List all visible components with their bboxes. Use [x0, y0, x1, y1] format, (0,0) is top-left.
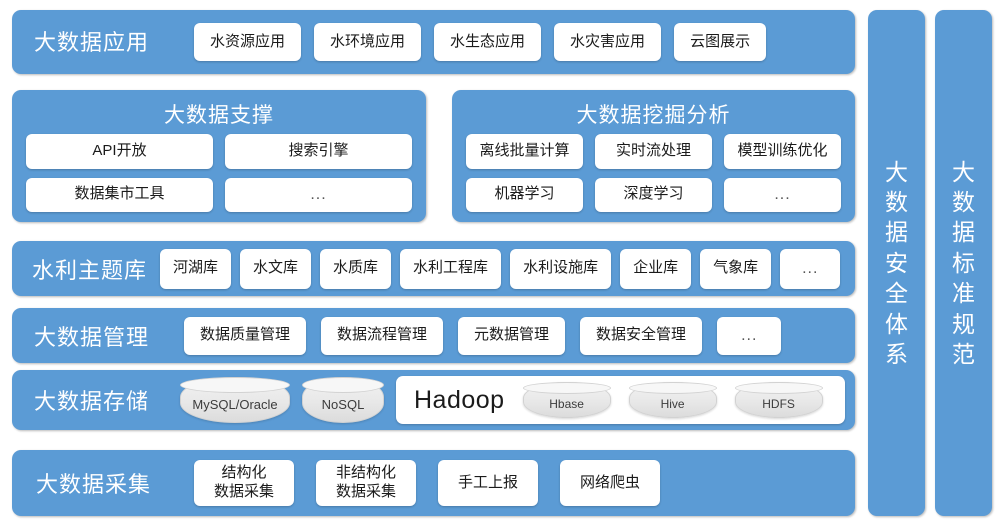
chip-machine-learning[interactable]: 机器学习 [466, 177, 583, 212]
layer-management[interactable]: 大数据管理 数据质量管理 数据流程管理 元数据管理 数据安全管理 ... [12, 308, 855, 363]
database-label-nosql: NoSQL [321, 397, 365, 412]
chip-water-environment-app[interactable]: 水环境应用 [314, 23, 422, 61]
chip-structured-data-collection[interactable]: 结构化 数据采集 [194, 460, 295, 506]
hadoop-panel[interactable]: Hadoop Hbase Hive HDFS [396, 376, 845, 424]
database-cylinder-hdfs[interactable]: HDFS [734, 382, 823, 418]
layer-application[interactable]: 大数据应用 水资源应用 水环境应用 水生态应用 水灾害应用 云图展示 [12, 10, 855, 74]
chip-data-security-management[interactable]: 数据安全管理 [580, 316, 703, 355]
chip-unstructured-line2: 数据采集 [336, 483, 397, 500]
layer-collection-items: 结构化 数据采集 非结构化 数据采集 手工上报 网络爬虫 [194, 450, 835, 516]
pillar-data-standard-specification-label: 大 数 据 标 准 规 范 [952, 157, 975, 370]
pillar-data-security-system-label: 大 数 据 安 全 体 系 [885, 157, 908, 370]
database-label-hbase: Hbase [549, 396, 584, 411]
database-cylinder-hbase[interactable]: Hbase [522, 382, 611, 418]
chip-data-quality-management[interactable]: 数据质量管理 [184, 316, 307, 355]
pillar-standard-char-6: 范 [952, 340, 975, 367]
layer-mining-analysis[interactable]: 大数据挖掘分析 离线批量计算 实时流处理 模型训练优化 机器学习 深度学习 ..… [452, 90, 855, 222]
chip-hydrology-library[interactable]: 水文库 [240, 248, 312, 289]
chip-manual-report[interactable]: 手工上报 [438, 460, 539, 506]
chip-unstructured-line1: 非结构化 [336, 464, 397, 482]
chip-web-crawler-label: 网络爬虫 [580, 473, 641, 491]
chip-structured-line1: 结构化 [221, 464, 267, 482]
chip-management-more[interactable]: ... [717, 316, 782, 355]
chip-manual-report-label: 手工上报 [458, 473, 519, 491]
layer-subject-library-title: 水利主题库 [32, 258, 148, 283]
layer-collection-title: 大数据采集 [36, 472, 152, 497]
chip-structured-line2: 数据采集 [214, 483, 275, 500]
chip-model-training-optimization[interactable]: 模型训练优化 [724, 134, 841, 169]
layer-management-title: 大数据管理 [34, 325, 150, 350]
pillar-standard-char-5: 规 [952, 310, 975, 337]
pillar-security-char-3: 安 [885, 249, 908, 276]
chip-unstructured-data-collection[interactable]: 非结构化 数据采集 [316, 460, 417, 506]
chip-search-engine[interactable]: 搜索引擎 [225, 134, 412, 169]
chip-mining-more[interactable]: ... [724, 177, 841, 212]
chip-deep-learning[interactable]: 深度学习 [595, 177, 712, 212]
chip-meteorology-library[interactable]: 气象库 [700, 248, 772, 289]
layer-mining-row-2: 机器学习 深度学习 ... [466, 177, 841, 212]
chip-support-more[interactable]: ... [225, 177, 412, 212]
database-label-hdfs: HDFS [762, 396, 795, 411]
layer-support-title: 大数据支撑 [164, 104, 274, 127]
pillar-data-security-system[interactable]: 大 数 据 安 全 体 系 [868, 10, 925, 516]
chip-data-process-management[interactable]: 数据流程管理 [321, 316, 444, 355]
pillar-standard-char-2: 据 [952, 219, 975, 246]
database-label-mysql-oracle: MySQL/Oracle [192, 397, 278, 412]
layer-application-items: 水资源应用 水环境应用 水生态应用 水灾害应用 云图展示 [194, 10, 767, 74]
chip-web-crawler[interactable]: 网络爬虫 [560, 460, 661, 506]
layer-management-items: 数据质量管理 数据流程管理 元数据管理 数据安全管理 ... [184, 308, 845, 363]
chip-api-open[interactable]: API开放 [26, 134, 213, 169]
chip-water-resource-app[interactable]: 水资源应用 [194, 23, 302, 61]
pillar-standard-char-4: 准 [952, 280, 975, 307]
chip-water-quality-library[interactable]: 水质库 [320, 248, 392, 289]
chip-metadata-management[interactable]: 元数据管理 [458, 316, 566, 355]
pillar-standard-char-3: 标 [952, 249, 975, 276]
hadoop-label: Hadoop [414, 385, 505, 414]
layer-storage-items: MySQL/Oracle NoSQL Hadoop Hbase Hive HDF… [180, 370, 845, 430]
pillar-data-standard-specification[interactable]: 大 数 据 标 准 规 范 [935, 10, 992, 516]
layer-storage-title: 大数据存储 [34, 389, 150, 414]
pillar-standard-char-1: 数 [952, 189, 975, 216]
pillar-standard-char-0: 大 [952, 158, 975, 185]
layer-support[interactable]: 大数据支撑 API开放 搜索引擎 数据集市工具 ... [12, 90, 426, 222]
pillar-security-char-6: 系 [885, 340, 908, 367]
layer-application-title: 大数据应用 [34, 30, 150, 55]
layer-support-row-1: API开放 搜索引擎 [26, 134, 412, 169]
pillar-security-char-0: 大 [885, 158, 908, 185]
database-cylinder-hive[interactable]: Hive [628, 382, 717, 418]
pillar-security-char-5: 体 [885, 310, 908, 337]
layer-subject-library-items: 河湖库 水文库 水质库 水利工程库 水利设施库 企业库 气象库 ... [160, 241, 846, 296]
layer-subject-library[interactable]: 水利主题库 河湖库 水文库 水质库 水利工程库 水利设施库 企业库 气象库 ..… [12, 241, 855, 296]
chip-subject-library-more[interactable]: ... [780, 248, 841, 289]
layer-collection[interactable]: 大数据采集 结构化 数据采集 非结构化 数据采集 手工上报 网络爬虫 [12, 450, 855, 516]
database-cylinder-mysql-oracle[interactable]: MySQL/Oracle [180, 377, 290, 423]
pillar-security-char-2: 据 [885, 219, 908, 246]
chip-water-disaster-app[interactable]: 水灾害应用 [554, 23, 662, 61]
layer-support-items: API开放 搜索引擎 数据集市工具 ... [12, 134, 426, 212]
chip-realtime-stream-processing[interactable]: 实时流处理 [595, 134, 712, 169]
layer-mining-row-1: 离线批量计算 实时流处理 模型训练优化 [466, 134, 841, 169]
chip-cloud-map-display[interactable]: 云图展示 [674, 23, 767, 61]
database-cylinder-nosql[interactable]: NoSQL [302, 377, 384, 423]
layer-mining-title: 大数据挖掘分析 [576, 104, 731, 127]
chip-enterprise-library[interactable]: 企业库 [620, 248, 692, 289]
layer-mining-items: 离线批量计算 实时流处理 模型训练优化 机器学习 深度学习 ... [452, 134, 855, 212]
chip-offline-batch-computing[interactable]: 离线批量计算 [466, 134, 583, 169]
chip-data-mart-tool[interactable]: 数据集市工具 [26, 177, 213, 212]
chip-water-project-library[interactable]: 水利工程库 [400, 248, 502, 289]
layer-support-row-2: 数据集市工具 ... [26, 177, 412, 212]
pillar-security-char-4: 全 [885, 280, 908, 307]
database-label-hive: Hive [660, 396, 685, 411]
chip-water-facility-library[interactable]: 水利设施库 [510, 248, 612, 289]
layer-storage[interactable]: 大数据存储 MySQL/Oracle NoSQL Hadoop Hbase Hi… [12, 370, 855, 430]
pillar-security-char-1: 数 [885, 189, 908, 216]
chip-water-ecology-app[interactable]: 水生态应用 [434, 23, 542, 61]
chip-river-lake-library[interactable]: 河湖库 [160, 248, 232, 289]
